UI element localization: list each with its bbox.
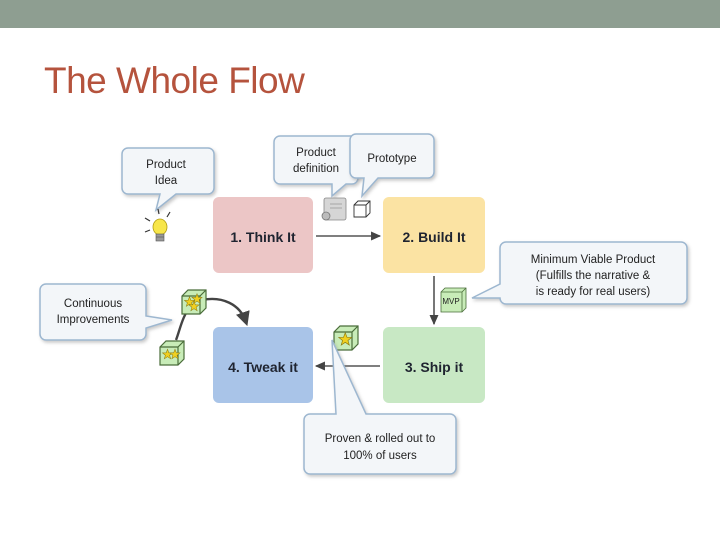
callout-mvp-line1: Minimum Viable Product	[531, 254, 656, 266]
callout-prototype: Prototype	[349, 133, 435, 199]
callout-product-definition-line1: Product	[296, 147, 336, 159]
lightbulb-icon	[144, 208, 171, 242]
star-cube-ship-icon	[333, 325, 359, 351]
step-build-box: 2. Build It	[383, 197, 485, 273]
slide-title: The Whole Flow	[44, 60, 305, 101]
step-ship-box: 3. Ship it	[383, 327, 485, 403]
callout-product-idea: Product Idea	[121, 147, 215, 212]
top-accent-bar	[0, 0, 720, 28]
callout-proven-line1: Proven & rolled out to	[325, 433, 436, 445]
cube-icon	[353, 200, 371, 218]
callout-product-idea-line2: Idea	[155, 175, 178, 187]
callout-mvp-line2: (Fulfills the narrative &	[536, 270, 651, 282]
callout-mvp: Minimum Viable Product (Fulfills the nar…	[471, 241, 688, 305]
callout-product-definition: Product definition	[273, 135, 359, 198]
step-build-label: 2. Build It	[403, 229, 466, 245]
mvp-badge: MVP	[440, 287, 467, 313]
step-tweak-label: 4. Tweak it	[228, 359, 298, 375]
callout-continuous-improvements: Continuous Improvements	[39, 283, 173, 341]
arrow-tweak-loop	[201, 297, 250, 327]
callout-mvp-line3: is ready for real users)	[536, 286, 651, 298]
star-cube-left-icon	[159, 340, 185, 366]
step-tweak-box: 4. Tweak it	[213, 327, 313, 403]
callout-proven: Proven & rolled out to 100% of users	[303, 339, 457, 475]
callout-prototype-line1: Prototype	[367, 153, 416, 165]
mvp-badge-label: MVP	[442, 297, 459, 306]
callout-continuous-improvements-line1: Continuous	[64, 298, 122, 310]
callout-product-definition-line2: definition	[293, 163, 339, 175]
callout-continuous-improvements-line2: Improvements	[57, 314, 130, 326]
step-think-box: 1. Think It	[213, 197, 313, 273]
star-cube-top-icon	[181, 289, 207, 315]
scroll-icon	[321, 197, 347, 221]
callout-proven-line2: 100% of users	[343, 450, 417, 462]
step-ship-label: 3. Ship it	[405, 359, 464, 375]
callout-product-idea-line1: Product	[146, 159, 186, 171]
step-think-label: 1. Think It	[230, 229, 296, 245]
